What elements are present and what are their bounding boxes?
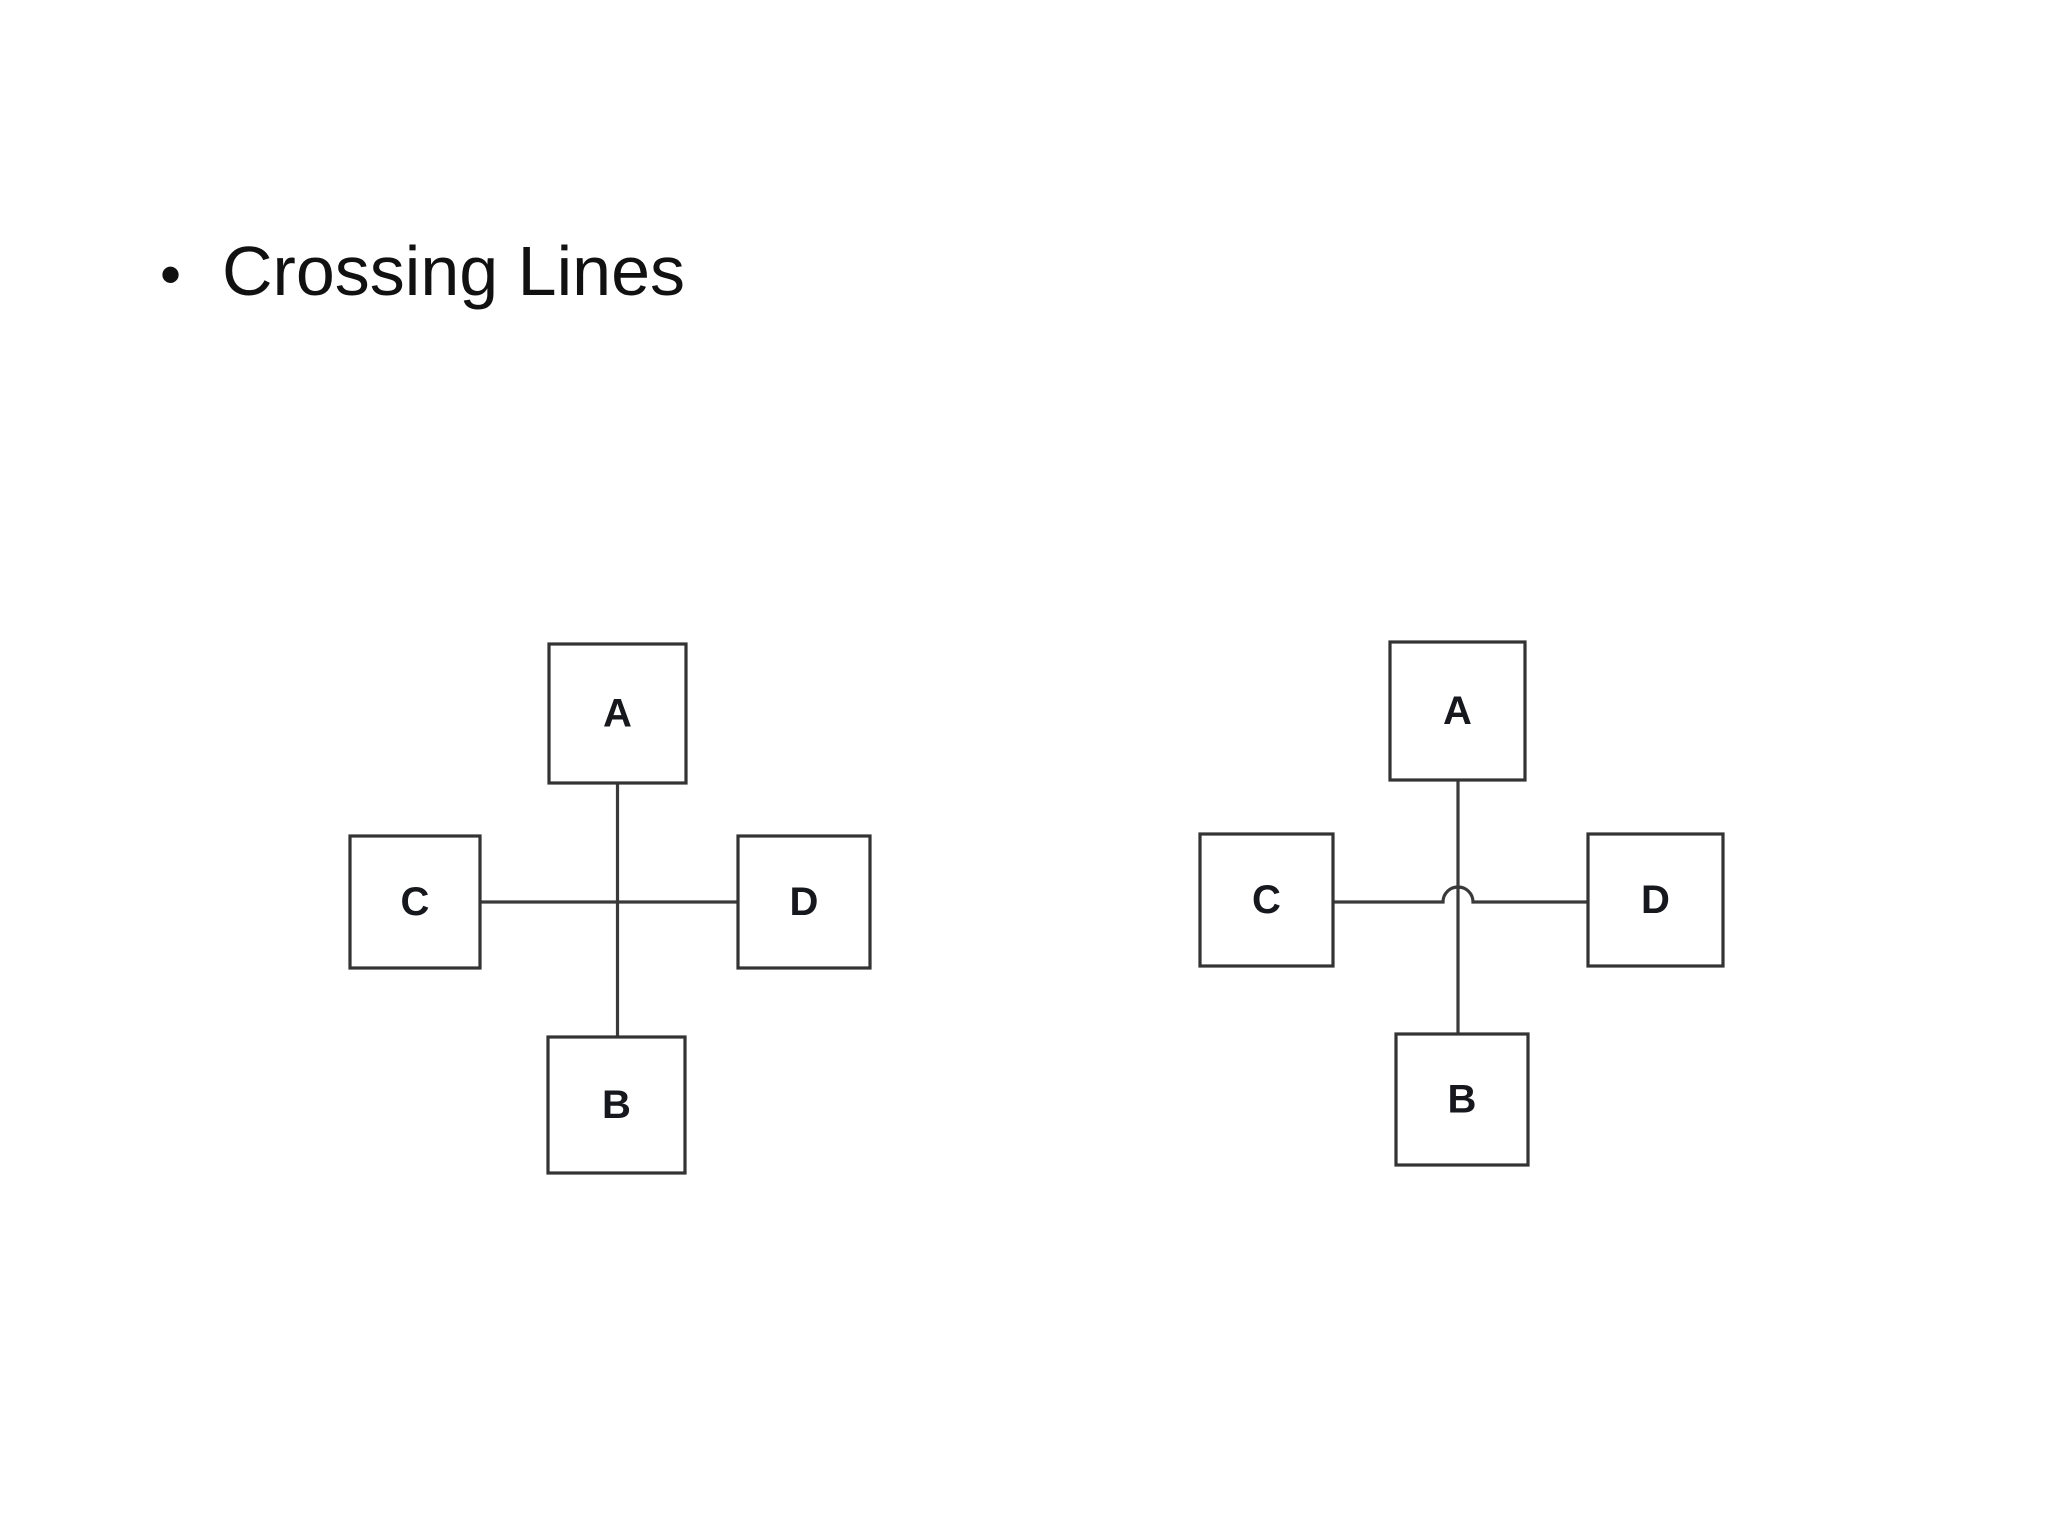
node-c-label: C bbox=[401, 880, 430, 924]
node-b-box bbox=[546, 1035, 687, 1175]
node-a-label: A bbox=[603, 692, 632, 736]
node-a[interactable]: A bbox=[547, 642, 688, 785]
bullet-point-icon: • bbox=[160, 241, 182, 308]
node-c[interactable]: C bbox=[348, 834, 482, 970]
node-b[interactable]: B bbox=[1394, 1032, 1530, 1167]
node-a[interactable]: A bbox=[1388, 640, 1527, 782]
node-c-box bbox=[348, 834, 482, 970]
edge-c-d-horizontal-with-hop bbox=[1333, 885, 1588, 904]
diagram-crossing-lines-with-hop: A B C D bbox=[1150, 600, 1790, 1220]
node-b-label: B bbox=[1448, 1078, 1477, 1122]
node-a-label: A bbox=[1443, 689, 1472, 733]
node-d[interactable]: D bbox=[1586, 832, 1725, 968]
bullet-list-item: • Crossing Lines bbox=[160, 236, 685, 306]
node-c[interactable]: C bbox=[1198, 832, 1335, 968]
diagram-crossing-lines-plain: A B C D bbox=[300, 600, 940, 1220]
node-c-label: C bbox=[1252, 878, 1281, 922]
node-b-label: B bbox=[602, 1083, 631, 1127]
node-b-box bbox=[1394, 1032, 1530, 1167]
node-d[interactable]: D bbox=[736, 834, 872, 970]
node-d-label: D bbox=[790, 880, 819, 924]
node-d-box bbox=[1586, 832, 1725, 968]
node-c-box bbox=[1198, 832, 1335, 968]
slide-title-text: Crossing Lines bbox=[222, 232, 685, 310]
node-b[interactable]: B bbox=[546, 1035, 687, 1175]
node-a-box bbox=[547, 642, 688, 785]
node-a-box bbox=[1388, 640, 1527, 782]
node-d-box bbox=[736, 834, 872, 970]
node-d-label: D bbox=[1641, 878, 1670, 922]
